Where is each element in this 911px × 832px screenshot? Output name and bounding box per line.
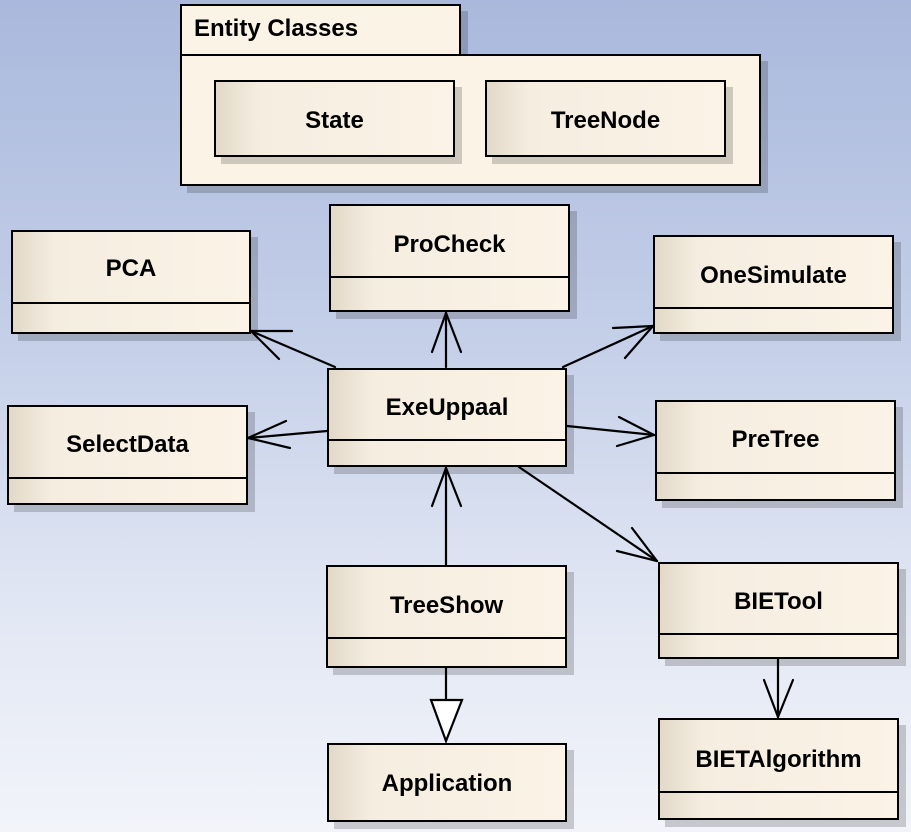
class-name: Application (381, 770, 513, 797)
class-name: TreeShow (389, 592, 504, 619)
class-divider (331, 276, 568, 278)
class-bietalgorithm[interactable]: BIETAlgorithm (658, 718, 899, 820)
class-name: BIETool (734, 588, 823, 615)
class-divider (657, 472, 894, 474)
class-onesimulate[interactable]: OneSimulate (653, 235, 894, 334)
class-divider (328, 637, 565, 639)
class-divider (13, 302, 249, 304)
class-bietool[interactable]: BIETool (658, 562, 899, 659)
association-exeuppaal-pca (249, 329, 337, 369)
association-treeshow-exeuppaal (430, 466, 463, 567)
generalization-application-treeshow (429, 666, 464, 745)
class-name: ProCheck (393, 231, 506, 258)
class-selectdata[interactable]: SelectData (7, 405, 248, 505)
association-exeuppaal-procheck (430, 311, 463, 369)
association-exeuppaal-selectdata (246, 419, 329, 450)
class-name: PreTree (731, 426, 820, 453)
class-treeshow[interactable]: TreeShow (326, 565, 567, 668)
class-name: PCA (105, 255, 157, 282)
association-exeuppaal-onesimulate (561, 324, 655, 369)
class-divider (660, 633, 897, 635)
class-divider (329, 439, 565, 441)
class-treenode[interactable]: TreeNode (485, 80, 726, 157)
package-title: Entity Classes (194, 15, 359, 42)
class-procheck[interactable]: ProCheck (329, 204, 570, 312)
association-exeuppaal-pretree (565, 415, 656, 448)
class-name: SelectData (66, 431, 189, 458)
class-name: ExeUppaal (385, 394, 509, 421)
class-pretree[interactable]: PreTree (655, 400, 896, 501)
association-exeuppaal-bietool (517, 465, 659, 563)
class-name: BIETAlgorithm (695, 746, 862, 773)
association-bietool-bietalgorithm (762, 657, 795, 719)
class-name: OneSimulate (700, 262, 847, 289)
class-divider (655, 307, 892, 309)
class-state[interactable]: State (214, 80, 455, 157)
package-tab-entity-classes: Entity Classes (180, 4, 461, 56)
class-divider (9, 477, 246, 479)
class-exeuppaal[interactable]: ExeUppaal (327, 368, 567, 467)
class-name: State (305, 107, 364, 134)
class-name: TreeNode (550, 107, 661, 134)
class-divider (660, 791, 897, 793)
class-application[interactable]: Application (327, 743, 567, 822)
class-pca[interactable]: PCA (11, 230, 251, 334)
